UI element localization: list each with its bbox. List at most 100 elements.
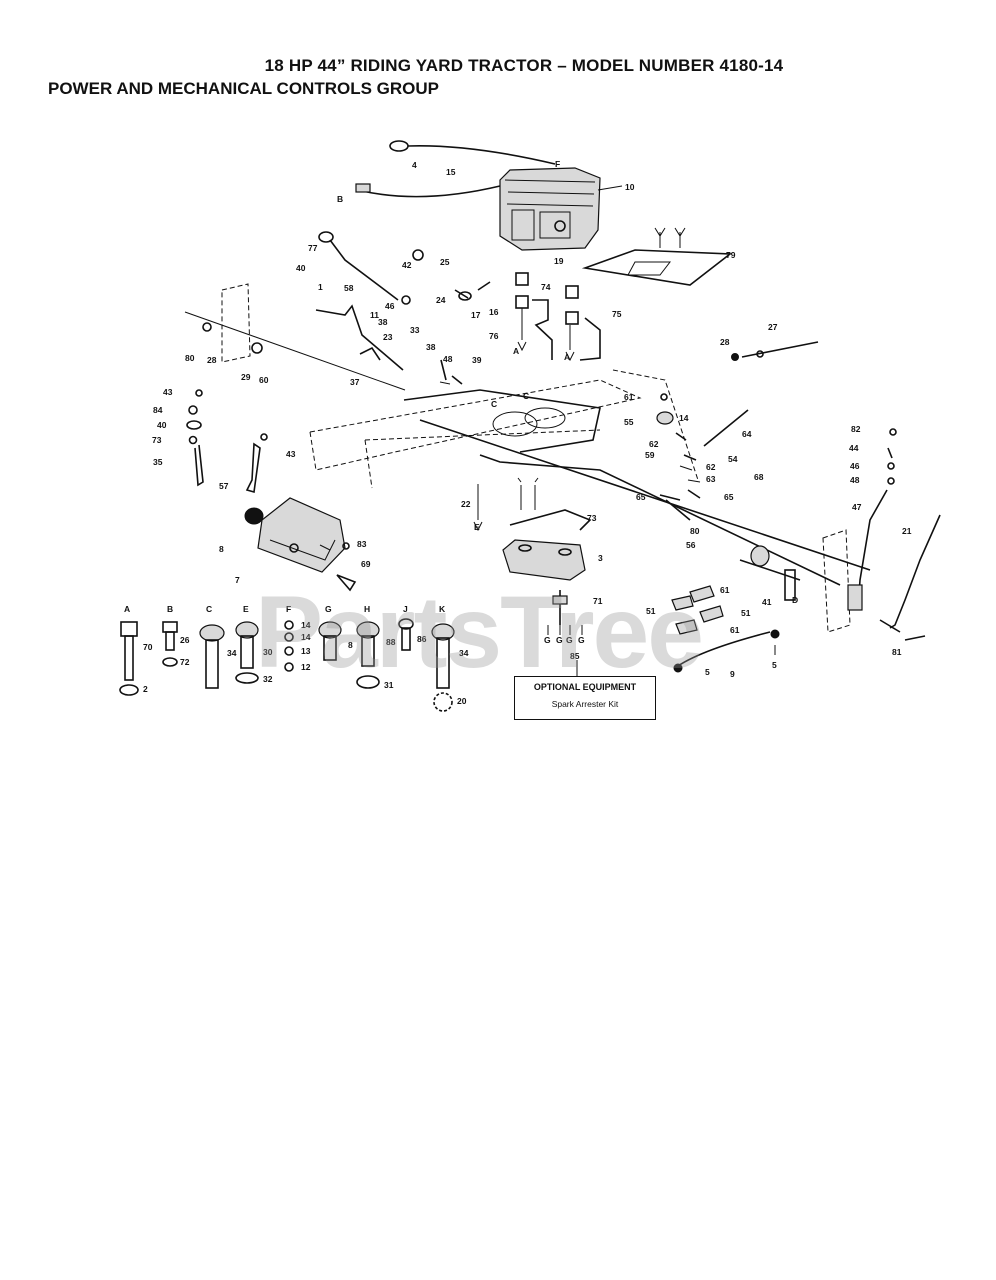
svg-text:56: 56 [686, 540, 696, 550]
hardware-A: A 70 2 [119, 604, 153, 696]
control-lever-assembly[interactable]: 40 77 58 42 25 24 46 11 38 23 17 16 33 7… [296, 231, 499, 387]
clips-51[interactable]: 61 51 51 61 [646, 585, 751, 635]
left-side-hardware[interactable]: 43 84 40 73 35 57 43 [152, 387, 296, 494]
svg-text:28: 28 [207, 355, 217, 365]
svg-text:73: 73 [152, 435, 162, 445]
svg-text:84: 84 [153, 405, 163, 415]
svg-text:14: 14 [301, 620, 311, 630]
svg-text:A: A [564, 352, 570, 362]
cable-4[interactable]: 4 B [337, 160, 501, 204]
svg-text:E: E [243, 604, 249, 614]
fuel-tank-7[interactable]: 8 7 83 69 [219, 497, 371, 592]
svg-text:E: E [474, 522, 480, 532]
svg-text:B: B [167, 604, 173, 614]
svg-text:37: 37 [350, 377, 360, 387]
hardware-K: K 34 20 [431, 604, 469, 712]
exhaust-75[interactable]: 75 19 A [554, 256, 622, 362]
svg-text:60: 60 [259, 375, 269, 385]
spark-arrester-kit-label[interactable]: Spark Arrester Kit [551, 699, 619, 709]
svg-text:2: 2 [143, 684, 148, 694]
svg-text:22: 22 [461, 499, 471, 509]
pivot-assembly[interactable]: 80 28 29 60 [184, 283, 406, 391]
svg-text:A: A [513, 346, 519, 356]
svg-text:38: 38 [426, 342, 436, 352]
svg-text:62: 62 [649, 439, 659, 449]
svg-text:5: 5 [705, 667, 710, 677]
muffler-3[interactable]: 3 73 71 G G G G 85 [502, 477, 603, 676]
svg-text:21: 21 [902, 526, 912, 536]
axle-41[interactable]: 41 D [739, 545, 801, 607]
svg-text:77: 77 [308, 243, 318, 253]
svg-text:35: 35 [153, 457, 163, 467]
rod-27[interactable]: 28 27 [720, 322, 819, 361]
svg-text:25: 25 [440, 257, 450, 267]
svg-text:48: 48 [443, 354, 453, 364]
svg-text:41: 41 [762, 597, 772, 607]
svg-text:64: 64 [742, 429, 752, 439]
svg-text:39: 39 [472, 355, 482, 365]
svg-text:27: 27 [768, 322, 778, 332]
svg-text:29: 29 [241, 372, 251, 382]
hardware-F: F 14 14 13 12 [284, 604, 311, 672]
svg-text:13: 13 [301, 646, 311, 656]
svg-text:83: 83 [357, 539, 367, 549]
svg-text:71: 71 [593, 596, 603, 606]
tractor-frame[interactable]: C C [309, 379, 871, 586]
svg-text:58: 58 [344, 283, 354, 293]
svg-text:16: 16 [489, 307, 499, 317]
svg-text:B: B [337, 194, 343, 204]
hardware-B: B 26 72 [162, 604, 190, 667]
svg-text:9: 9 [730, 669, 735, 679]
svg-text:C: C [523, 391, 529, 401]
engine-10[interactable]: 10 [499, 167, 635, 251]
svg-text:17: 17 [471, 310, 481, 320]
svg-text:69: 69 [361, 559, 371, 569]
optional-equipment-heading: OPTIONAL EQUIPMENT [533, 682, 637, 692]
svg-text:34: 34 [459, 648, 469, 658]
heat-shield-79[interactable]: 79 [581, 227, 736, 286]
svg-text:A: A [124, 604, 130, 614]
svg-text:44: 44 [849, 443, 859, 453]
svg-text:54: 54 [728, 454, 738, 464]
shift-lever-assembly[interactable]: 82 44 46 48 47 21 81 [822, 424, 941, 657]
brake-linkage[interactable]: 61 14 55 62 59 54 64 62 63 68 65 65 80 5… [612, 369, 764, 550]
callout-79: 79 [726, 250, 736, 260]
svg-text:G: G [544, 635, 551, 645]
svg-text:70: 70 [143, 642, 153, 652]
svg-text:40: 40 [157, 420, 167, 430]
callout-10: 10 [625, 182, 635, 192]
svg-text:51: 51 [646, 606, 656, 616]
svg-text:38: 38 [378, 317, 388, 327]
svg-text:12: 12 [301, 662, 311, 672]
svg-text:47: 47 [852, 502, 862, 512]
svg-text:43: 43 [163, 387, 173, 397]
callout-74: 74 [541, 282, 551, 292]
svg-text:46: 46 [385, 301, 395, 311]
svg-text:40: 40 [296, 263, 306, 273]
callout-4: 4 [412, 160, 417, 170]
svg-text:F: F [555, 159, 560, 169]
svg-text:65: 65 [724, 492, 734, 502]
hose-9[interactable]: 5 9 5 [673, 629, 780, 679]
svg-text:43: 43 [286, 449, 296, 459]
svg-text:61: 61 [720, 585, 730, 595]
cable-15[interactable]: 15 F [389, 140, 560, 177]
svg-text:26: 26 [180, 635, 190, 645]
svg-text:48: 48 [850, 475, 860, 485]
bracket-22[interactable]: 22 E [461, 484, 483, 532]
hardware-G: G 8 [318, 604, 353, 661]
svg-text:24: 24 [436, 295, 446, 305]
svg-text:G: G [556, 635, 563, 645]
svg-text:G: G [325, 604, 332, 614]
svg-text:80: 80 [185, 353, 195, 363]
exhaust-74[interactable]: 74 A [513, 272, 553, 360]
svg-text:C: C [206, 604, 212, 614]
svg-text:G: G [578, 635, 585, 645]
svg-text:57: 57 [219, 481, 229, 491]
svg-text:K: K [439, 604, 446, 614]
svg-text:55: 55 [624, 417, 634, 427]
svg-text:86: 86 [417, 634, 427, 644]
diagram-subtitle: POWER AND MECHANICAL CONTROLS GROUP [48, 79, 439, 98]
svg-text:63: 63 [706, 474, 716, 484]
svg-text:85: 85 [570, 651, 580, 661]
